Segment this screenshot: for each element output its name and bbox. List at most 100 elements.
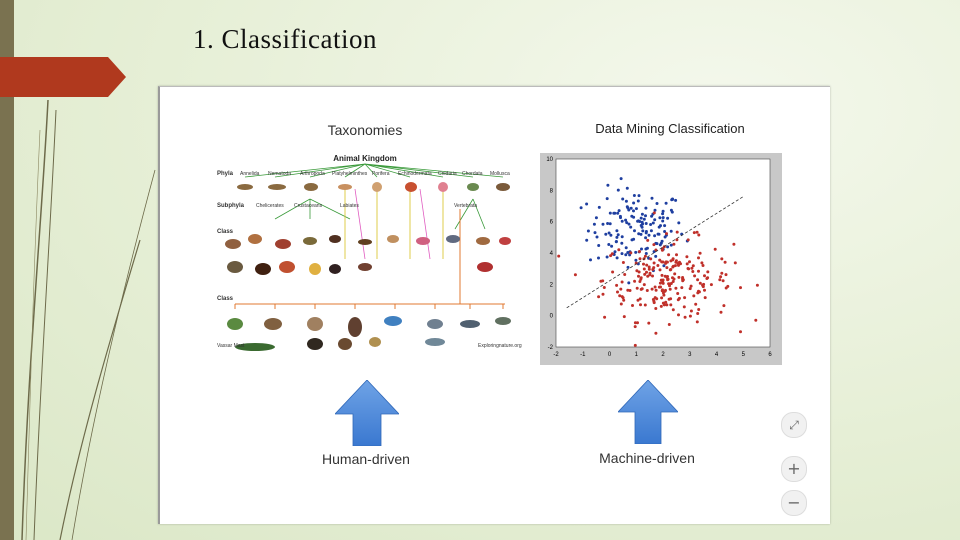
scatter-point bbox=[664, 201, 668, 205]
scatter-point bbox=[621, 261, 625, 264]
scatter-point bbox=[644, 214, 647, 218]
scatter-point bbox=[690, 266, 694, 270]
scatter-point bbox=[691, 264, 695, 268]
scatter-point bbox=[639, 303, 642, 307]
subphylum-label: Crustaceans bbox=[294, 203, 323, 209]
scatter-point bbox=[597, 244, 601, 247]
scatter-point bbox=[697, 269, 700, 273]
scatter-point bbox=[597, 295, 601, 299]
scatter-point bbox=[636, 298, 640, 302]
scatter-point bbox=[658, 258, 662, 262]
scatter-point bbox=[619, 216, 622, 220]
fit-screen-button[interactable]: ⤢ bbox=[781, 412, 807, 438]
subphylum-label: Vertebrata bbox=[454, 203, 478, 209]
scatter-point bbox=[610, 252, 614, 256]
scatter-point bbox=[673, 264, 677, 268]
scatter-point bbox=[622, 315, 626, 319]
scatter-point bbox=[652, 261, 656, 265]
scatter-point bbox=[606, 222, 610, 225]
scatter-point bbox=[650, 287, 654, 291]
scatter-point bbox=[755, 283, 759, 287]
row-label-class-bottom: Class bbox=[217, 296, 234, 302]
scatter-point bbox=[701, 264, 705, 267]
scatter-point bbox=[658, 281, 662, 285]
scatter-point bbox=[718, 278, 722, 282]
scatter-point bbox=[620, 295, 624, 299]
scatter-point bbox=[724, 273, 728, 277]
scatter-point bbox=[722, 304, 726, 308]
scatter-point bbox=[636, 199, 640, 203]
scatter-point bbox=[660, 260, 664, 264]
scatter-point bbox=[660, 239, 664, 243]
scatter-point bbox=[637, 274, 640, 278]
scatter-point bbox=[617, 209, 621, 213]
scatter-point bbox=[662, 264, 666, 268]
scatter-point bbox=[653, 234, 657, 238]
scatter-point bbox=[611, 270, 615, 274]
human-driven-caption: Human-driven bbox=[322, 451, 410, 467]
scatter-point bbox=[605, 255, 609, 259]
scatter-point bbox=[593, 231, 597, 235]
scatter-point bbox=[677, 221, 681, 225]
slide-title: 1. Classification bbox=[193, 24, 377, 54]
scatter-point bbox=[674, 286, 678, 290]
scatter-point bbox=[624, 218, 628, 222]
scatter-point bbox=[647, 321, 651, 325]
scatter-point bbox=[661, 288, 664, 292]
scatter-point bbox=[645, 270, 648, 274]
row-label-phyla: Phyla bbox=[217, 171, 234, 177]
scatter-point bbox=[706, 276, 710, 280]
scatter-point bbox=[631, 304, 634, 307]
scatter-point bbox=[661, 281, 665, 285]
x-tick-label: -1 bbox=[580, 352, 586, 358]
scatter-point bbox=[629, 225, 633, 229]
y-tick-label: -2 bbox=[548, 345, 554, 351]
scatter-point bbox=[663, 230, 667, 233]
scatter-point bbox=[668, 282, 672, 286]
scatter-point bbox=[649, 229, 653, 233]
y-tick-label: 8 bbox=[550, 188, 554, 194]
x-tick-label: 5 bbox=[742, 352, 746, 358]
scatter-point bbox=[739, 330, 742, 334]
scatter-point bbox=[640, 220, 644, 224]
scatter-point bbox=[656, 264, 660, 267]
scatter-point bbox=[739, 286, 742, 290]
scatter-point bbox=[673, 272, 677, 276]
phylum-label: Platyhelminthes bbox=[332, 171, 368, 177]
scatter-point bbox=[644, 231, 648, 235]
phylum-label: Nematoda bbox=[268, 171, 292, 177]
scatter-point bbox=[695, 320, 699, 324]
x-tick-label: 6 bbox=[768, 352, 772, 358]
zoom-out-button[interactable]: − bbox=[781, 490, 807, 516]
scatter-point bbox=[665, 303, 669, 307]
scatter-point bbox=[634, 207, 638, 211]
scatter-point bbox=[632, 201, 636, 205]
scatter-point bbox=[633, 321, 637, 325]
scatter-point bbox=[667, 253, 671, 257]
y-tick-label: 0 bbox=[550, 314, 554, 320]
scatter-point bbox=[685, 262, 689, 266]
scatter-point bbox=[641, 229, 645, 233]
scatter-point bbox=[638, 257, 642, 261]
zoom-in-button[interactable]: + bbox=[781, 456, 807, 482]
machine-driven-caption: Machine-driven bbox=[599, 450, 695, 466]
scatter-point bbox=[653, 218, 657, 222]
scatter-point bbox=[659, 304, 663, 308]
content-frame: Taxonomies Animal Kingdom bbox=[158, 86, 830, 524]
scatter-point bbox=[634, 258, 638, 262]
y-tick-label: 10 bbox=[546, 157, 553, 163]
scatter-point bbox=[688, 314, 692, 318]
scatter-point bbox=[635, 269, 639, 273]
scatter-point bbox=[643, 272, 647, 276]
scatter-point bbox=[664, 300, 668, 304]
scatter-point bbox=[646, 238, 650, 242]
scatter-point bbox=[594, 216, 598, 220]
y-tick-label: 6 bbox=[550, 220, 554, 226]
scatter-point bbox=[628, 289, 632, 292]
scatter-point bbox=[647, 267, 651, 271]
scatter-point bbox=[686, 267, 690, 270]
scatter-point bbox=[652, 266, 656, 270]
scatter-point bbox=[633, 325, 637, 329]
scatter-point bbox=[660, 296, 664, 300]
